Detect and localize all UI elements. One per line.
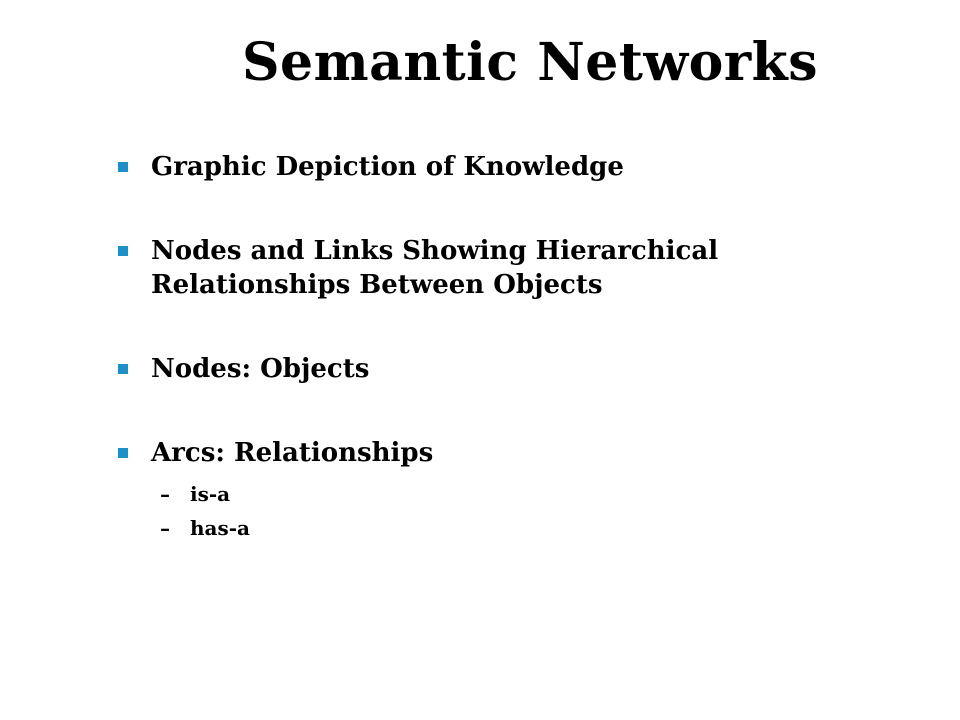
slide-title: Semantic Networks bbox=[242, 32, 818, 93]
bullet-line: Relationships Between Objects bbox=[151, 270, 603, 300]
square-bullet-icon bbox=[118, 448, 128, 458]
bullet-text: Nodes: Objects bbox=[151, 352, 831, 386]
bullet-line: Arcs: Relationships bbox=[151, 438, 434, 468]
bullet-text: Nodes and Links Showing Hierarchical Rel… bbox=[151, 234, 831, 302]
bullet-line: Nodes: Objects bbox=[151, 354, 370, 384]
bullet-text: Arcs: Relationships bbox=[151, 436, 831, 470]
bullet-text: Graphic Depiction of Knowledge bbox=[151, 150, 831, 184]
square-bullet-icon bbox=[118, 246, 128, 256]
sub-bullet-has-a: –has-a bbox=[160, 515, 250, 541]
sub-bullet-is-a: –is-a bbox=[160, 481, 230, 507]
sub-bullet-text: is-a bbox=[190, 482, 231, 506]
bullet-line: Graphic Depiction of Knowledge bbox=[151, 152, 624, 182]
square-bullet-icon bbox=[118, 364, 128, 374]
sub-bullet-text: has-a bbox=[190, 516, 251, 540]
square-bullet-icon bbox=[118, 162, 128, 172]
bullet-line: Nodes and Links Showing Hierarchical bbox=[151, 236, 719, 266]
dash-icon: – bbox=[160, 516, 170, 540]
dash-icon: – bbox=[160, 482, 170, 506]
